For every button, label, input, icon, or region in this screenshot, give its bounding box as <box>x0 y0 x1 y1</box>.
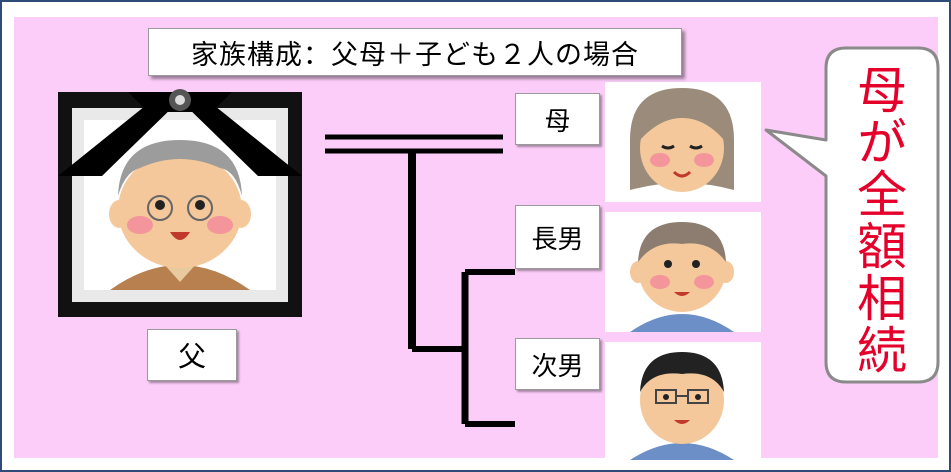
diagram-title: 家族構成：父母＋子ども２人の場合 <box>148 28 682 76</box>
callout-text: 母が全額相続 <box>849 64 907 376</box>
eldest-son-illustration <box>605 212 761 332</box>
mother-illustration <box>605 82 761 202</box>
second-son-illustration <box>605 342 761 460</box>
eldest-son-label: 長男 <box>515 205 600 269</box>
mother-label: 母 <box>515 93 600 145</box>
memorial-portrait <box>58 89 302 317</box>
callout-bubble <box>764 46 940 384</box>
family-tree-lines <box>325 134 515 427</box>
second-son-label: 次男 <box>515 338 600 390</box>
father-label: 父 <box>147 329 237 381</box>
